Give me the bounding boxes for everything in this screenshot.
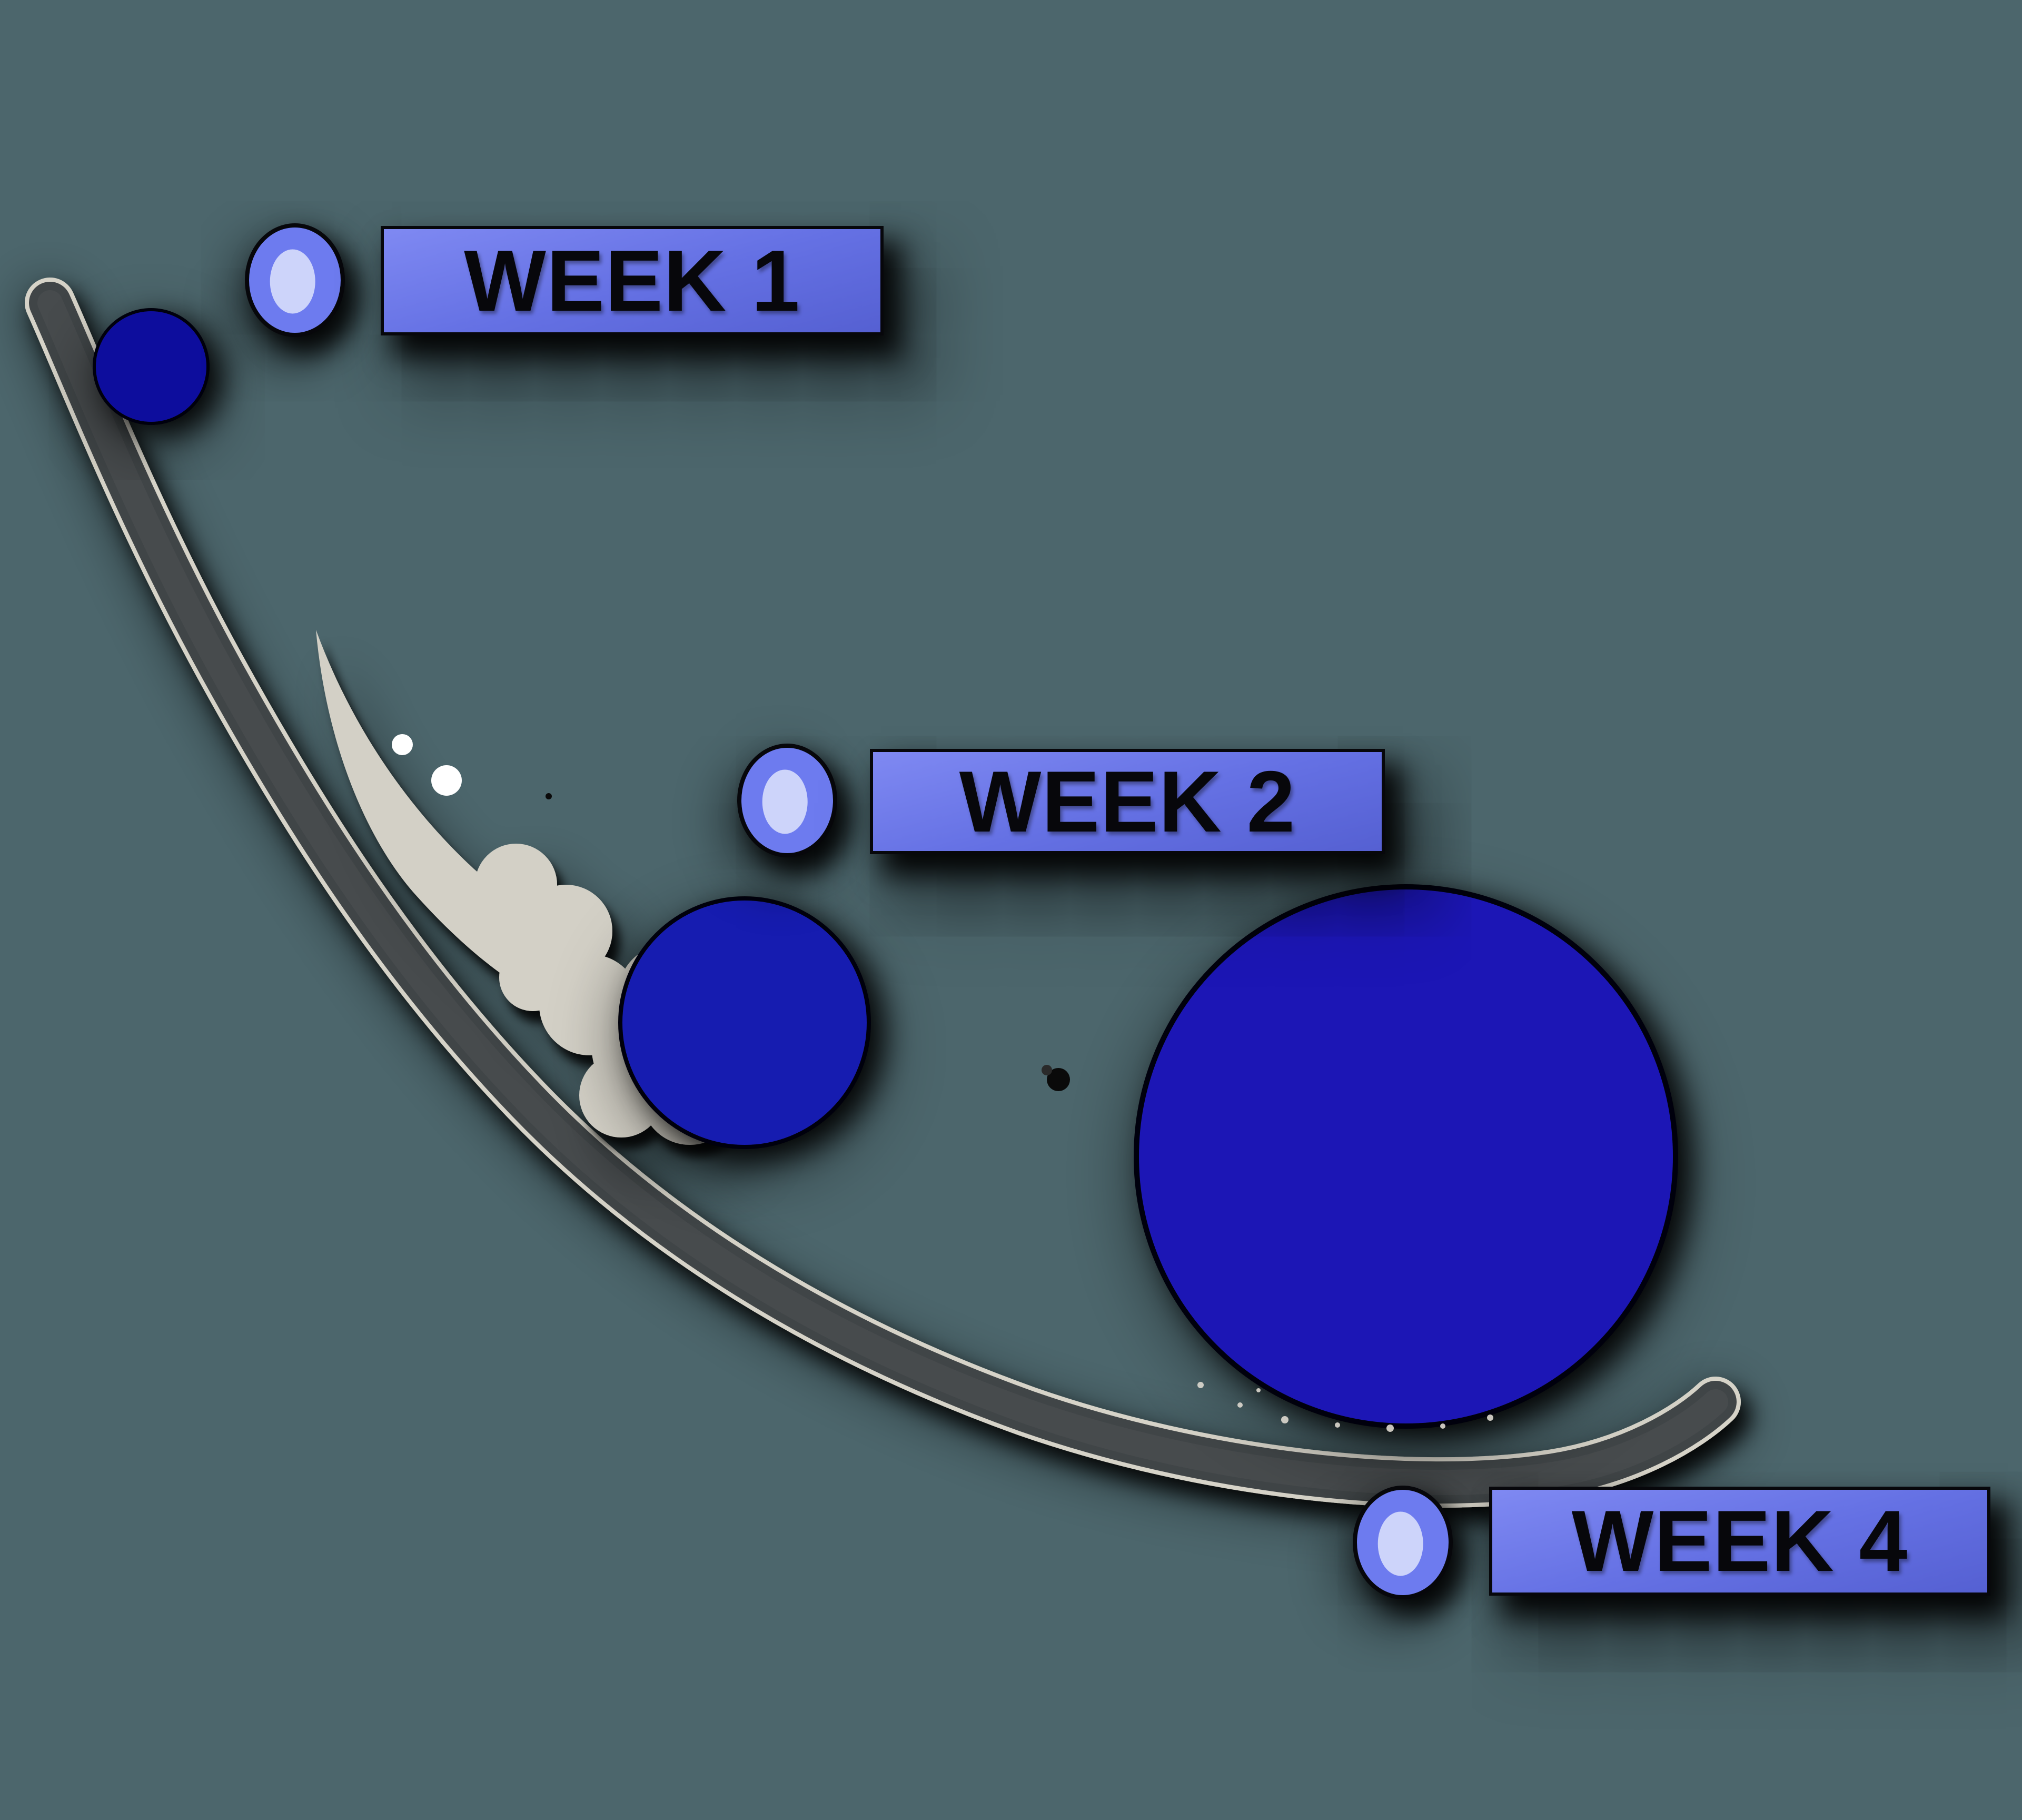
week-1-bullet-inner-dot (270, 249, 315, 313)
week-4-label-box: WEEK 4 (1489, 1487, 1990, 1596)
snowball-week-2 (620, 898, 869, 1147)
smoke-sparkle-dot (546, 793, 552, 799)
week-1-label-box: WEEK 1 (381, 226, 884, 335)
week-2-label-text: WEEK 2 (959, 758, 1296, 845)
week-2-bullet-inner-dot (762, 769, 808, 834)
week-4-label-text: WEEK 4 (1572, 1498, 1908, 1585)
snowball-week-4 (1136, 887, 1676, 1426)
smoke-sparkle-dot (392, 734, 413, 755)
week-1-label-text: WEEK 1 (464, 238, 800, 324)
snowball-week-1 (94, 310, 208, 423)
smoke-sparkle-dot (431, 765, 462, 796)
week-1-bullet-icon (245, 223, 345, 337)
week-4-bullet-inner-dot (1378, 1511, 1423, 1576)
dark-speck (1042, 1065, 1070, 1091)
week-2-bullet-icon (737, 744, 837, 857)
week-2-label-box: WEEK 2 (870, 749, 1385, 854)
week-4-bullet-icon (1353, 1486, 1453, 1599)
